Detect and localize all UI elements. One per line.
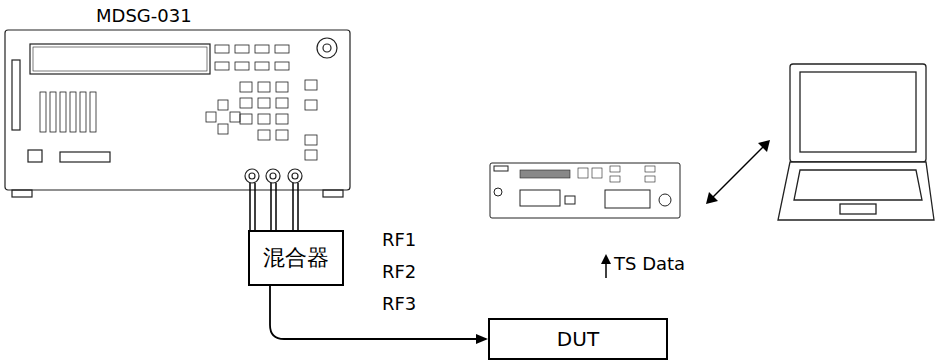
ts-data-arrow <box>601 254 611 278</box>
rf-cables <box>250 183 298 230</box>
signal-name: RF1 <box>382 230 416 250</box>
rf-connector <box>270 286 488 344</box>
device-name: MDSG-031 <box>96 6 192 26</box>
receiver-device <box>490 163 680 218</box>
box-label: 混合器 <box>263 243 329 273</box>
laptop-pc <box>778 64 934 220</box>
signal-generator <box>5 30 350 197</box>
signal-name: RF2 <box>382 262 416 282</box>
signal-name: RF3 <box>382 294 416 314</box>
pc-link-arrow <box>706 140 770 204</box>
box-label: DUT <box>557 327 599 351</box>
mixer-box: 混合器 <box>248 230 344 286</box>
signal-name: TS Data <box>614 254 685 274</box>
dut-box: DUT <box>488 318 668 360</box>
